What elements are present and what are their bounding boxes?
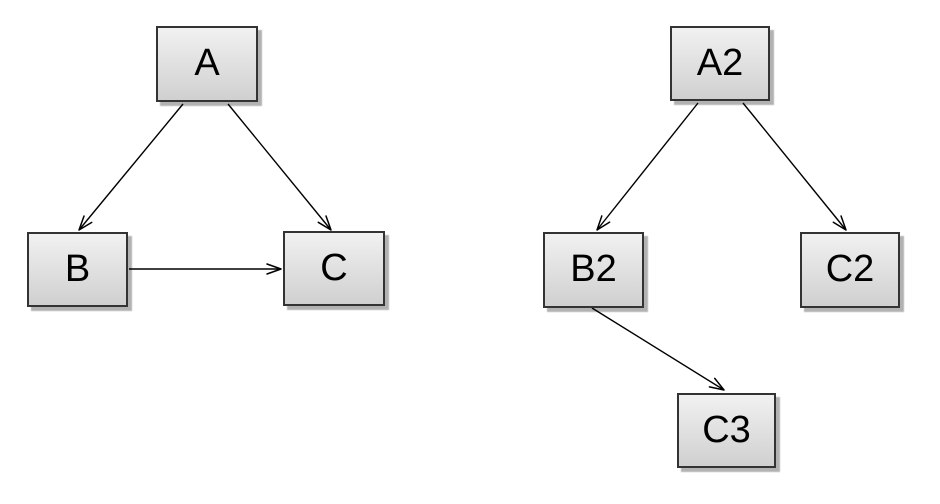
node-label: C3 [702, 408, 751, 451]
edge-A-to-B [78, 103, 184, 231]
node-label: B2 [570, 248, 617, 290]
edge-A2-to-B2 [596, 102, 699, 231]
node-label: A2 [696, 41, 744, 84]
node-A2: A2 [670, 26, 770, 101]
node-label: C [320, 246, 348, 289]
node-C2: C2 [800, 232, 900, 308]
node-label: A [194, 42, 220, 84]
node-A: A [156, 26, 258, 102]
node-label: B [64, 247, 91, 290]
node-label: C2 [825, 248, 875, 290]
edge-A-to-C [227, 103, 332, 231]
node-B: B [27, 232, 128, 307]
node-C: C [283, 231, 385, 306]
edge-A2-to-C2 [742, 102, 847, 231]
edge-B2-to-C3 [591, 307, 725, 391]
node-B2: B2 [543, 232, 644, 308]
node-C3: C3 [677, 393, 776, 468]
